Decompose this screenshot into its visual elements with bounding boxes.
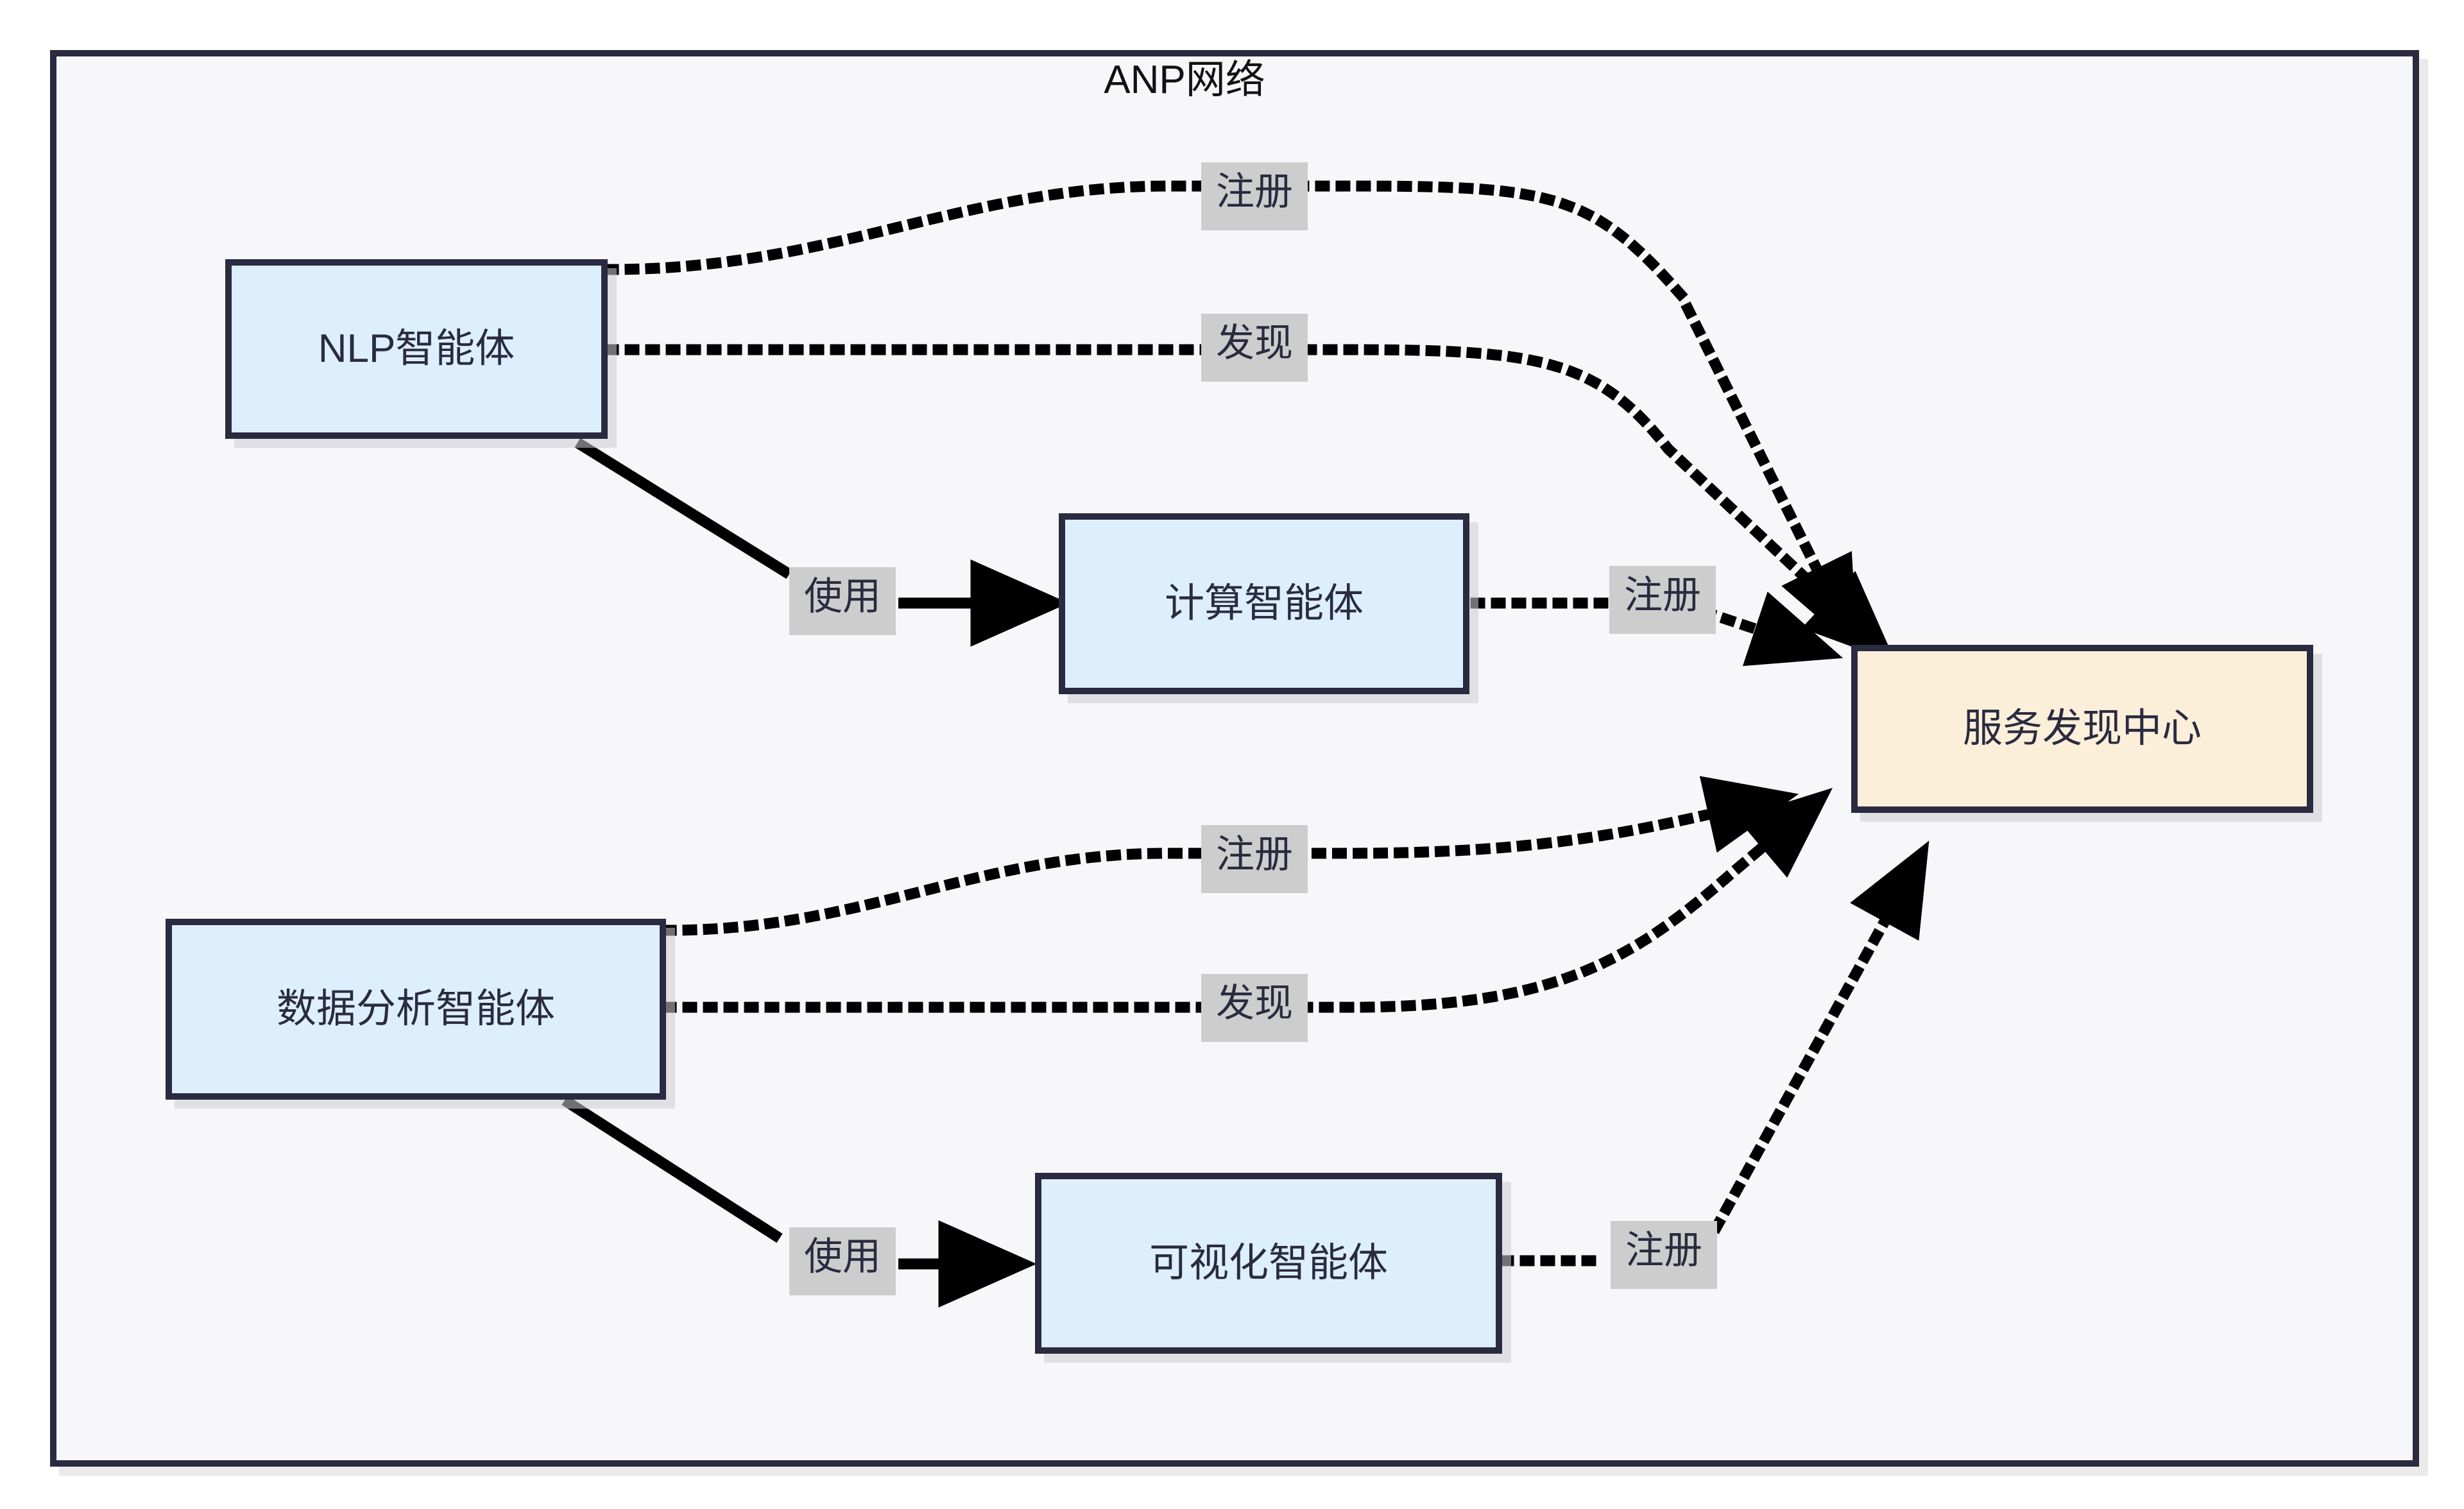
- node-compute-agent[interactable]: 计算智能体: [1059, 513, 1469, 694]
- node-compute-agent-label: 计算智能体: [1164, 581, 1364, 626]
- edge-label-text: 使用: [804, 575, 881, 618]
- edge-label-text: 发现: [1216, 321, 1293, 364]
- edge-label-text: 注册: [1216, 833, 1293, 876]
- subgraph-title: ANP网络: [1104, 58, 1265, 102]
- edge-label-text: 注册: [1216, 170, 1293, 213]
- edge-label-nlp-use: 使用: [789, 567, 896, 635]
- edge-label-analytics-discover: 发现: [1201, 974, 1308, 1042]
- node-visualization-agent-label: 可视化智能体: [1149, 1241, 1388, 1285]
- edge-label-analytics-use: 使用: [789, 1227, 896, 1295]
- edge-label-text: 注册: [1625, 1229, 1702, 1272]
- node-visualization-agent[interactable]: 可视化智能体: [1035, 1173, 1502, 1354]
- node-nlp-agent-label: NLP智能体: [318, 327, 515, 371]
- edge-label-text: 发现: [1216, 982, 1293, 1025]
- edge-label-text: 注册: [1624, 574, 1701, 617]
- node-analytics-agent-label: 数据分析智能体: [276, 987, 555, 1031]
- node-service-discovery-center[interactable]: 服务发现中心: [1851, 645, 2313, 813]
- edge-label-nlp-register: 注册: [1201, 162, 1308, 230]
- node-analytics-agent[interactable]: 数据分析智能体: [166, 919, 666, 1100]
- node-service-discovery-center-label: 服务发现中心: [1962, 706, 2202, 751]
- edge-label-analytics-register: 注册: [1201, 825, 1308, 893]
- node-nlp-agent[interactable]: NLP智能体: [225, 259, 608, 439]
- edge-label-text: 使用: [804, 1235, 881, 1278]
- edge-label-compute-register: 注册: [1609, 566, 1716, 634]
- edge-label-nlp-discover: 发现: [1201, 314, 1308, 382]
- edge-label-viz-register: 注册: [1611, 1221, 1717, 1289]
